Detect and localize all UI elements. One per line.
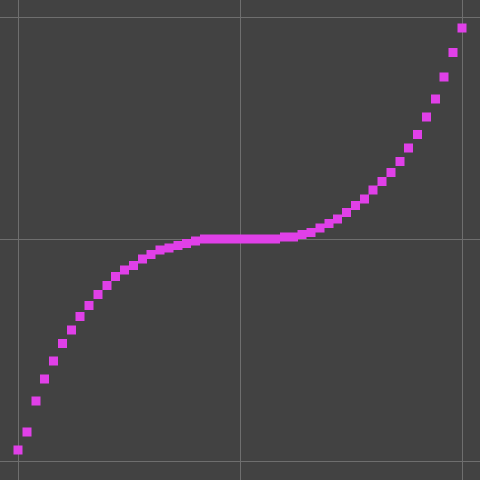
data-point-6	[66, 325, 76, 335]
data-point-21	[200, 234, 209, 244]
data-point-19	[182, 238, 192, 248]
data-point-23	[217, 234, 227, 244]
data-point-5	[57, 338, 67, 348]
data-point-40	[368, 185, 378, 195]
data-point-3	[40, 374, 50, 384]
data-point-0	[13, 445, 23, 455]
data-point-31	[288, 232, 298, 242]
data-point-43	[395, 156, 405, 166]
data-point-12	[120, 265, 130, 275]
data-point-9	[93, 290, 103, 299]
data-point-10	[102, 281, 112, 291]
data-point-8	[84, 301, 94, 311]
data-points	[13, 23, 467, 455]
data-point-49	[448, 48, 458, 57]
data-point-46	[422, 112, 431, 122]
data-point-32	[297, 230, 307, 240]
data-point-29	[271, 234, 280, 244]
data-point-4	[49, 356, 58, 366]
data-point-50	[457, 23, 467, 33]
data-point-28	[262, 234, 272, 244]
data-point-25	[235, 234, 245, 244]
data-point-17	[164, 243, 174, 253]
data-point-13	[128, 261, 138, 271]
data-point-27	[253, 234, 263, 244]
data-point-2	[31, 396, 41, 406]
data-point-15	[146, 250, 156, 259]
data-point-20	[191, 236, 201, 246]
data-point-37	[342, 207, 352, 217]
data-point-22	[208, 234, 218, 244]
data-point-47	[430, 94, 440, 104]
data-point-45	[413, 130, 423, 140]
data-point-33	[306, 227, 316, 237]
data-point-36	[333, 214, 343, 224]
data-point-41	[377, 176, 387, 186]
data-point-48	[439, 72, 449, 82]
data-point-35	[324, 219, 334, 228]
data-point-44	[404, 143, 414, 153]
data-point-1	[22, 427, 32, 437]
data-point-18	[173, 241, 183, 251]
data-point-34	[315, 223, 325, 233]
data-point-30	[279, 232, 289, 242]
data-point-39	[359, 194, 369, 204]
data-point-24	[226, 234, 236, 244]
data-point-26	[244, 234, 254, 244]
data-point-38	[350, 201, 360, 211]
data-point-11	[111, 272, 121, 282]
data-point-42	[386, 167, 396, 177]
data-point-14	[137, 254, 147, 264]
data-point-7	[75, 312, 85, 322]
data-point-16	[155, 245, 165, 255]
